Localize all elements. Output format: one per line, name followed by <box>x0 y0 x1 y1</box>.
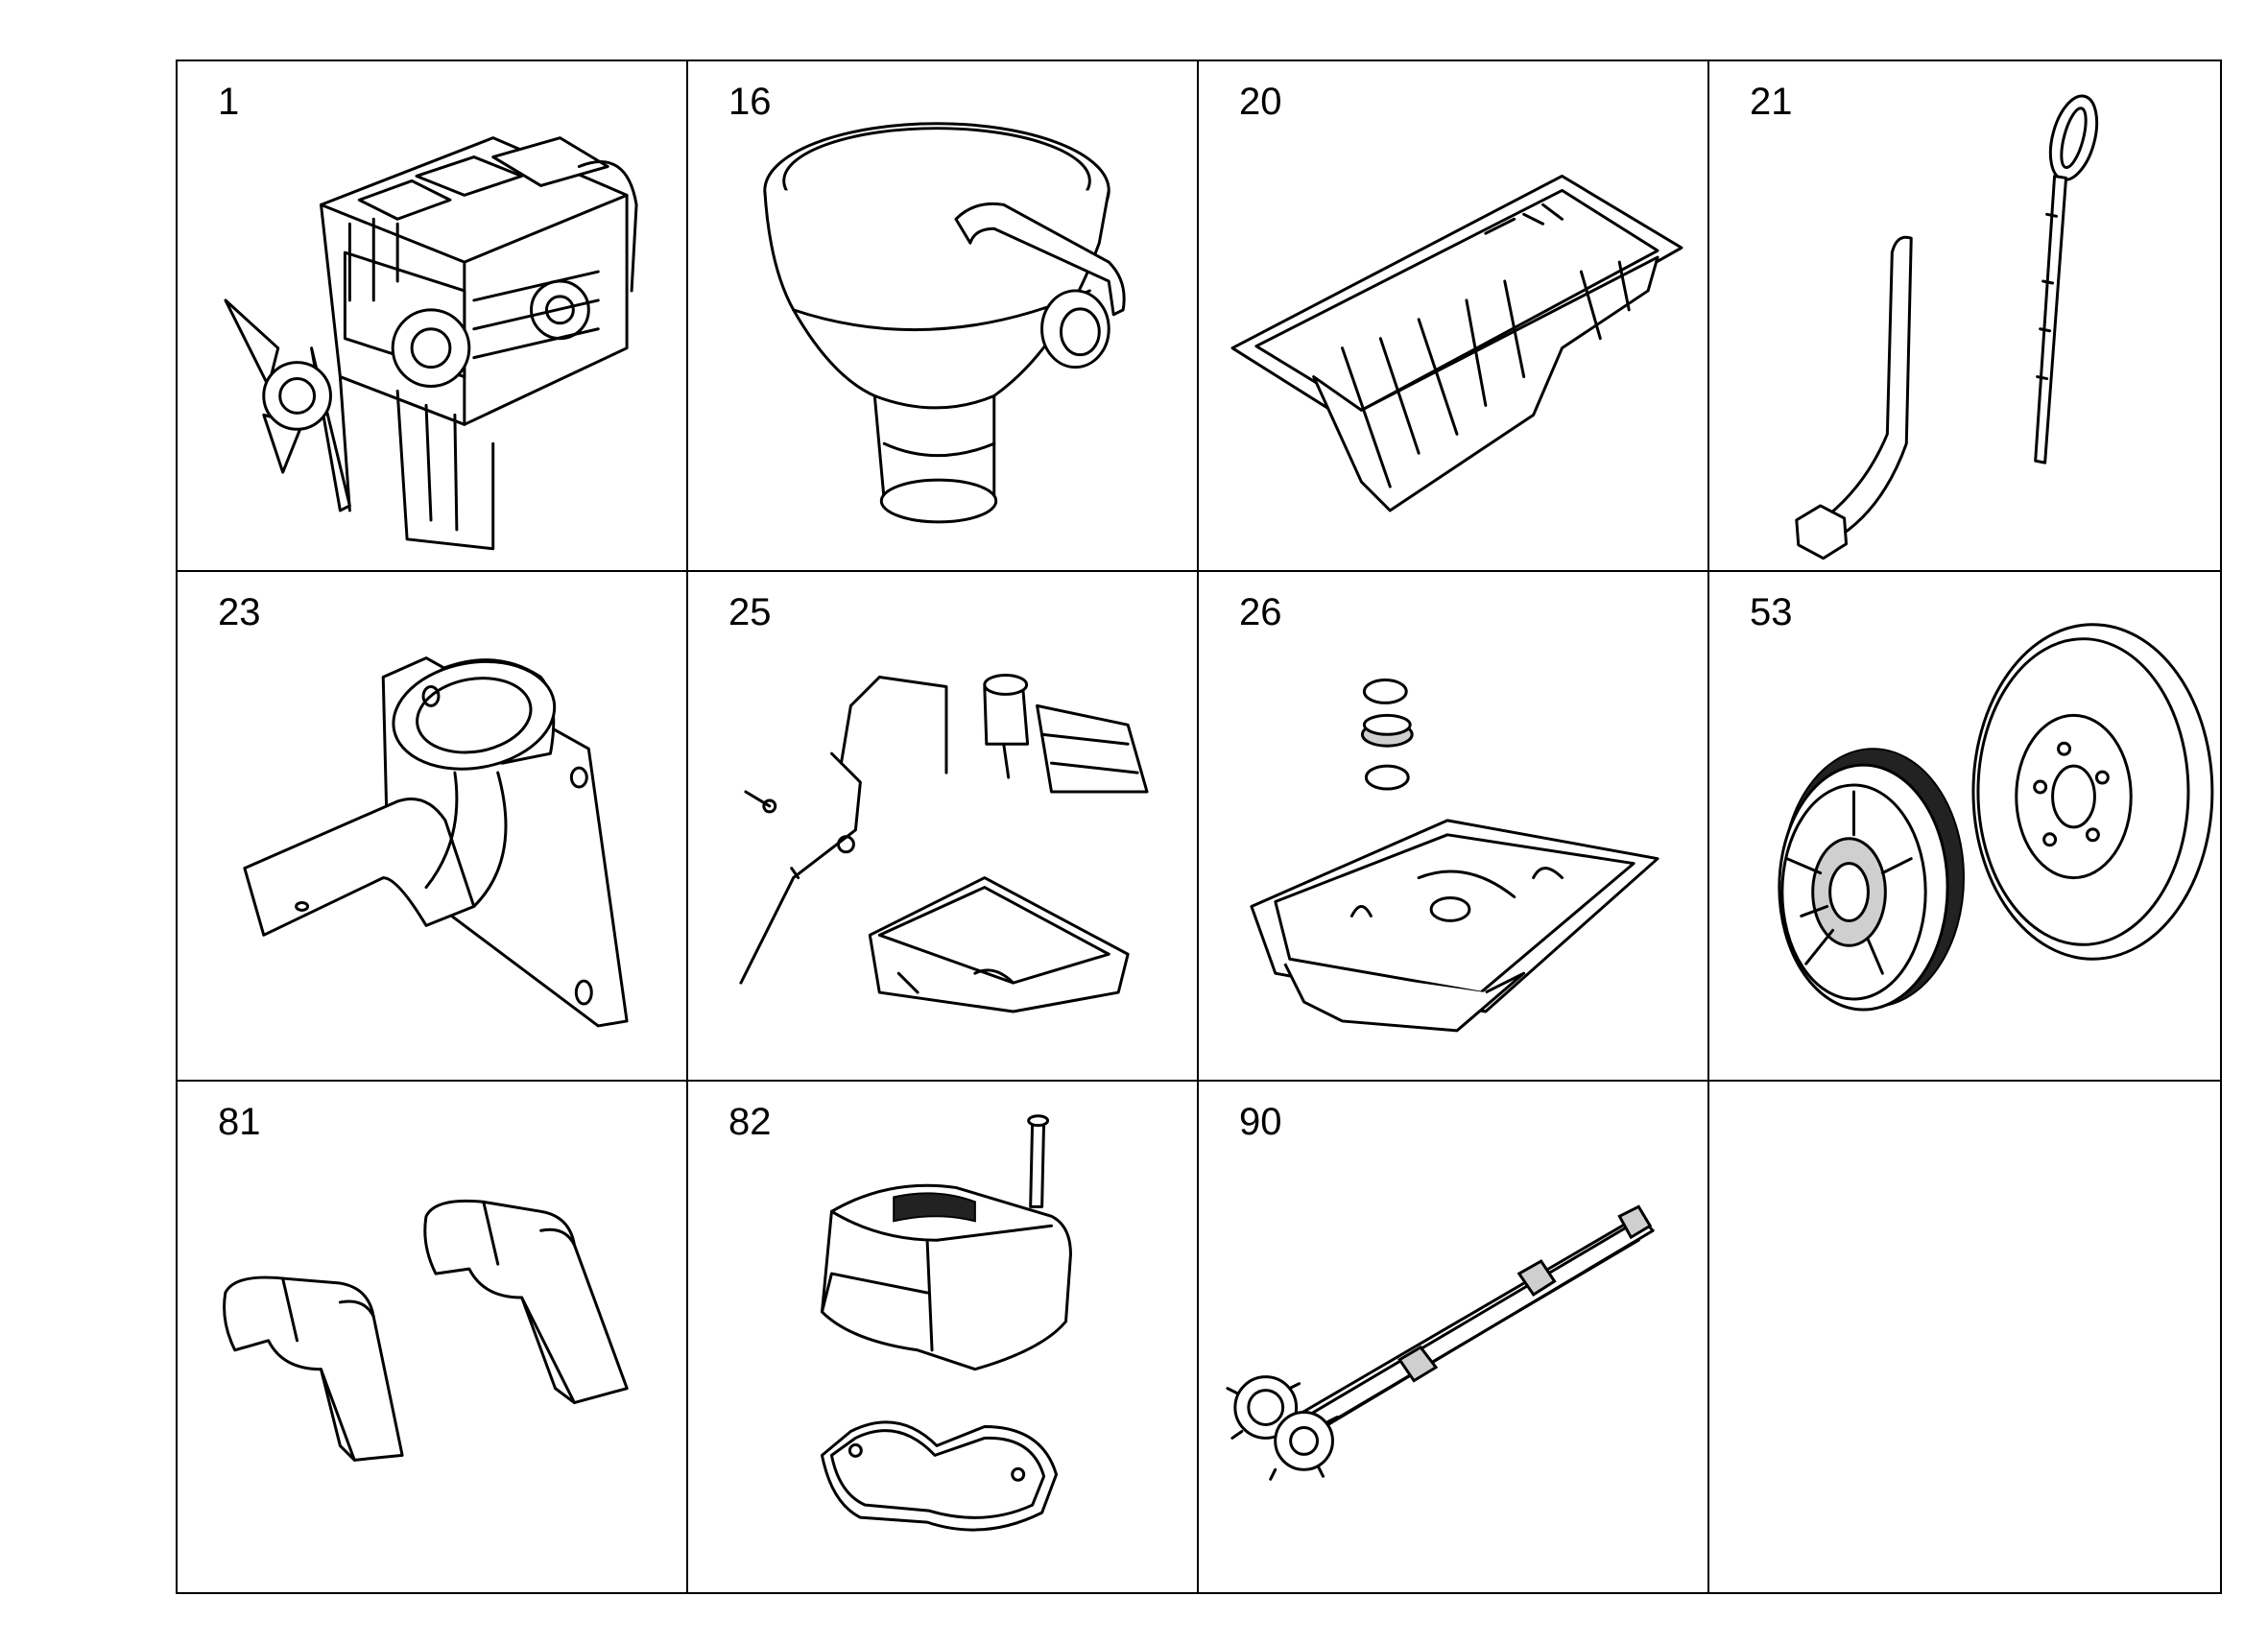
oil-line-and-pan-icon <box>739 673 1149 1013</box>
part-cell-21[interactable]: 21 <box>1709 61 2220 572</box>
oil-filler-funnel-icon <box>763 122 1126 524</box>
part-cell-81[interactable]: 81 <box>178 1082 688 1592</box>
part-number: 20 <box>1239 81 1282 123</box>
oil-filler-neck-icon <box>243 655 629 1028</box>
part-cell-20[interactable]: 20 <box>1199 61 1709 572</box>
part-cell-25[interactable]: 25 <box>688 571 1199 1083</box>
cylinder-head-cover-icon <box>820 1114 1072 1532</box>
oil-pan-with-drain-plug-icon <box>1250 678 1659 1033</box>
part-number: 16 <box>728 81 772 123</box>
part-cell-90[interactable]: 90 <box>1199 1082 1709 1592</box>
part-number: 53 <box>1750 590 1793 633</box>
oil-pan-icon <box>1230 174 1683 512</box>
part-cell-1[interactable]: 1 <box>178 61 688 572</box>
part-number: 25 <box>728 590 772 633</box>
part-number: 23 <box>218 590 261 633</box>
part-number: 90 <box>1239 1101 1282 1144</box>
part-number: 82 <box>728 1101 772 1144</box>
engine-assembly-icon <box>224 136 638 551</box>
part-number: 81 <box>218 1101 261 1144</box>
vibration-damper-pulley-icon <box>1778 622 2214 1012</box>
dipstick-and-guide-tube-icon <box>1795 94 2099 560</box>
part-cell-82[interactable]: 82 <box>688 1082 1199 1592</box>
part-cell-16[interactable]: 16 <box>688 61 1199 572</box>
part-number: 26 <box>1239 590 1282 633</box>
part-cell-53[interactable]: 53 <box>1709 572 2220 1083</box>
empty-cell <box>1709 1082 2220 1592</box>
part-cell-26[interactable]: 26 <box>1199 571 1709 1083</box>
bearing-caps-icon <box>223 1200 629 1463</box>
oil-pump-drive-shaft-icon <box>1226 1204 1655 1482</box>
part-cell-23[interactable]: 23 <box>178 571 688 1083</box>
part-number: 21 <box>1750 81 1793 123</box>
part-number: 1 <box>218 81 240 123</box>
parts-grid: 1 16 <box>176 60 2222 1594</box>
